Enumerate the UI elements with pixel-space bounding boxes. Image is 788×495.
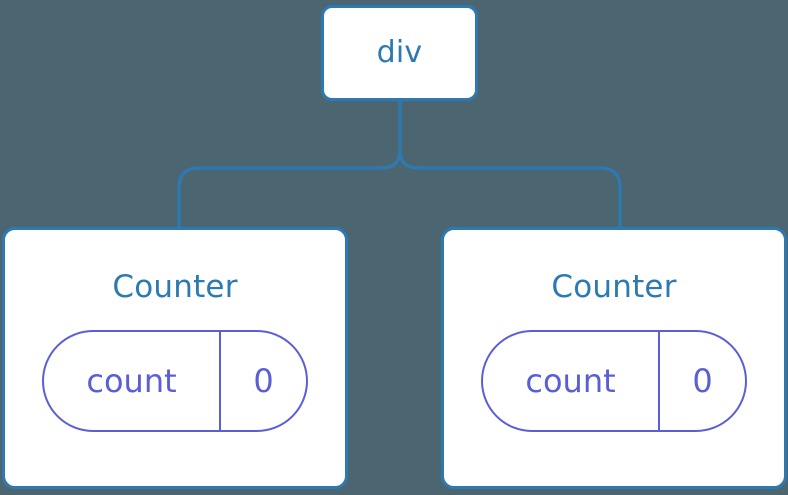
state-badge-right[interactable]: count 0	[481, 330, 747, 432]
node-counter-left-label: Counter	[112, 269, 238, 305]
edge-root-to-right-child	[398, 101, 622, 228]
edge-root-to-left-child	[177, 101, 402, 228]
node-counter-right[interactable]: Counter count 0	[441, 227, 787, 489]
node-counter-right-label: Counter	[551, 269, 677, 305]
state-key-right: count	[525, 362, 616, 400]
state-value-right: 0	[658, 332, 745, 430]
node-root-div[interactable]: div	[321, 5, 478, 101]
state-badge-left[interactable]: count 0	[42, 330, 308, 432]
state-value-left: 0	[219, 332, 306, 430]
state-key-left: count	[86, 362, 177, 400]
node-counter-left[interactable]: Counter count 0	[2, 227, 348, 489]
node-root-label: div	[376, 35, 423, 70]
